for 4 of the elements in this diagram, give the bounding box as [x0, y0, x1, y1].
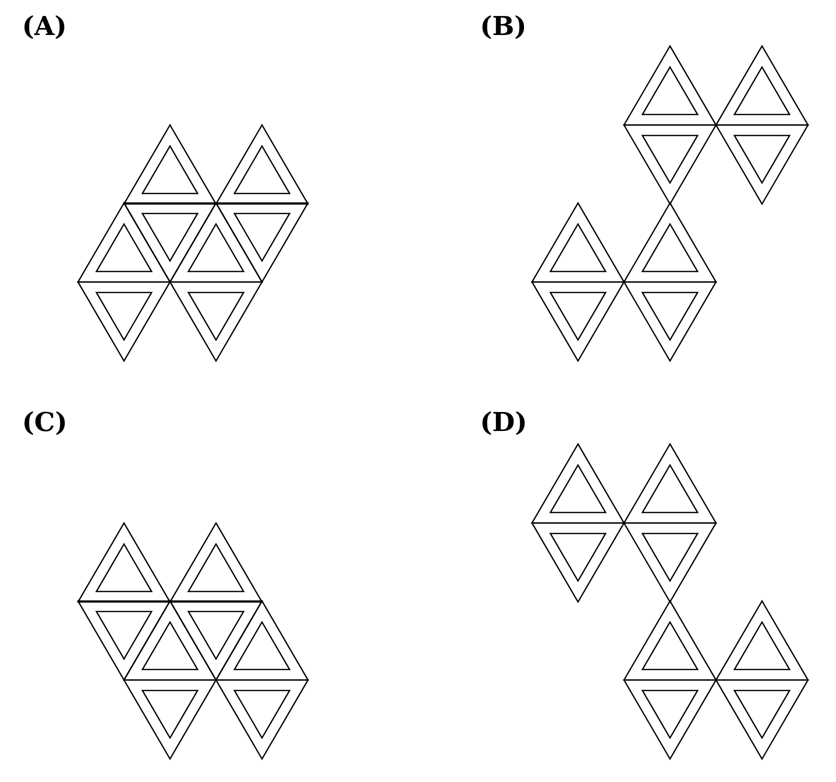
panel-label: (A)	[22, 12, 67, 42]
panel-label: (C)	[22, 408, 68, 438]
panel-label: (D)	[480, 408, 528, 438]
panel-label: (B)	[480, 12, 527, 42]
